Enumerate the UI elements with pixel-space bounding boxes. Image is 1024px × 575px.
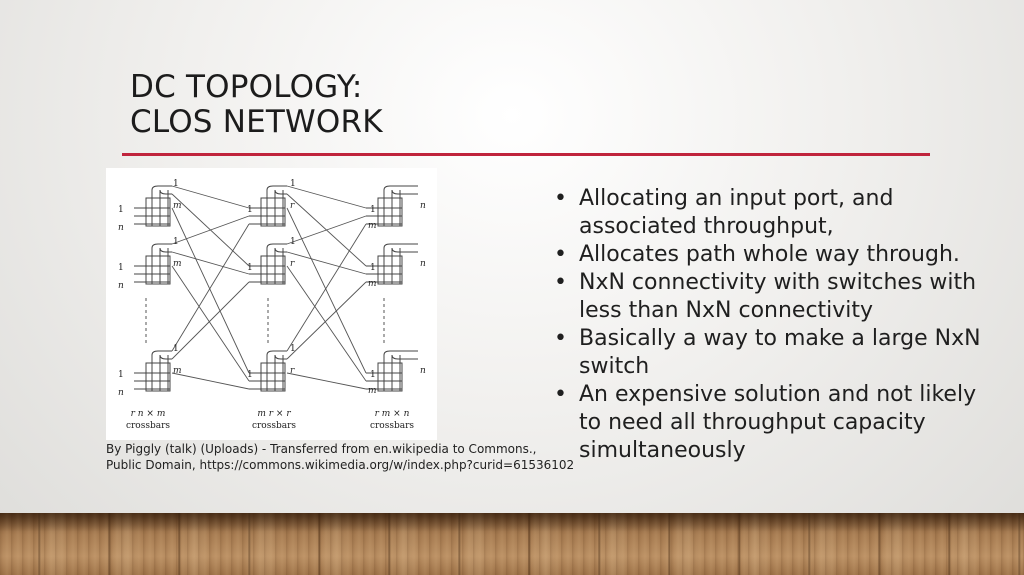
stage1-switch-top [134,185,172,227]
port-label: n [118,388,124,398]
stage3-switch-mid [366,243,418,285]
title-underline [122,153,930,156]
stage2-switch-bottom [249,350,287,392]
bullet-marker: • [554,186,567,211]
stage3-switch-top [366,185,418,227]
port-label: n [420,259,426,269]
stage-sublabel-1: crossbars [126,421,170,431]
port-label: r [290,201,295,211]
port-label: m [173,366,182,376]
stage-label-1: r n × m [131,409,166,419]
title-line-2: CLOS NETWORK [130,104,383,140]
diagram-stage-labels: r n × m crossbars m r × r crossbars r m … [126,409,414,431]
stage1-switch-mid [134,243,172,285]
diagram-switches [134,185,418,392]
bullet-marker: • [554,382,567,407]
diagram-port-labels: 1 1 n m 1 1 n m 1 1 n m 1 1 r 1 1 r 1 1 [118,179,426,398]
bullet-text: Basically a way to make a large NxN swit… [579,326,981,379]
port-label: 1 [173,344,179,354]
floor-shadow [0,513,1024,575]
port-label: r [290,366,295,376]
port-label: 1 [290,344,296,354]
diagram-interconnect [171,185,367,390]
clos-network-diagram: 1 1 n m 1 1 n m 1 1 n m 1 1 r 1 1 r 1 1 [106,168,437,440]
bullet-item: • Allocates path whole way through. [552,241,992,269]
port-label: 1 [290,179,296,189]
clos-diagram-svg: 1 1 n m 1 1 n m 1 1 n m 1 1 r 1 1 r 1 1 [118,179,426,431]
bullet-text: Allocates path whole way through. [579,242,960,267]
attribution-line-2: Public Domain, https://commons.wikimedia… [106,458,575,472]
port-label: n [118,281,124,291]
bullet-item: • NxN connectivity with switches with les… [552,269,992,325]
port-label: r [290,259,295,269]
diagram-ellipsis-lines [145,298,385,343]
attribution-line-1: By Piggly (talk) (Uploads) - Transferred… [106,442,537,456]
bullet-marker: • [554,270,567,295]
port-label: m [173,201,182,211]
bullet-marker: • [554,242,567,267]
image-attribution: By Piggly (talk) (Uploads) - Transferred… [106,441,586,473]
bullet-item: • An expensive solution and not likely to… [552,381,992,465]
port-label: 1 [370,205,376,215]
port-label: 1 [247,263,253,273]
port-label: m [368,279,377,289]
bullet-item: • Allocating an input port, and associate… [552,185,992,241]
bullet-text: Allocating an input port, and associated… [579,186,894,239]
port-label: n [118,223,124,233]
port-label: 1 [173,179,179,189]
bullet-item: • Basically a way to make a large NxN swi… [552,325,992,381]
port-label: 1 [370,263,376,273]
port-label: n [420,366,426,376]
port-label: n [420,201,426,211]
stage2-switch-mid [249,243,287,285]
port-label: 1 [118,370,124,380]
stage-label-3: r m × n [375,409,410,419]
bullet-marker: • [554,326,567,351]
port-label: m [368,221,377,231]
stage-sublabel-3: crossbars [370,421,414,431]
stage3-switch-bottom [366,350,418,392]
slide-title: DC TOPOLOGY: CLOS NETWORK [130,70,383,140]
stage-sublabel-2: crossbars [252,421,296,431]
stage2-switch-top [249,185,287,227]
wood-floor-decoration [0,513,1024,575]
title-line-1: DC TOPOLOGY: [130,69,363,105]
port-label: 1 [247,370,253,380]
bullet-text: NxN connectivity with switches with less… [579,270,977,323]
bullet-list: • Allocating an input port, and associate… [552,185,992,465]
stage1-switch-bottom [134,350,172,392]
port-label: 1 [290,237,296,247]
port-label: 1 [247,205,253,215]
bullet-text: An expensive solution and not likely to … [579,382,977,463]
port-label: 1 [118,263,124,273]
port-label: m [368,386,377,396]
port-label: 1 [118,205,124,215]
port-label: 1 [173,237,179,247]
stage-label-2: m r × r [257,409,291,419]
port-label: 1 [370,370,376,380]
port-label: m [173,259,182,269]
